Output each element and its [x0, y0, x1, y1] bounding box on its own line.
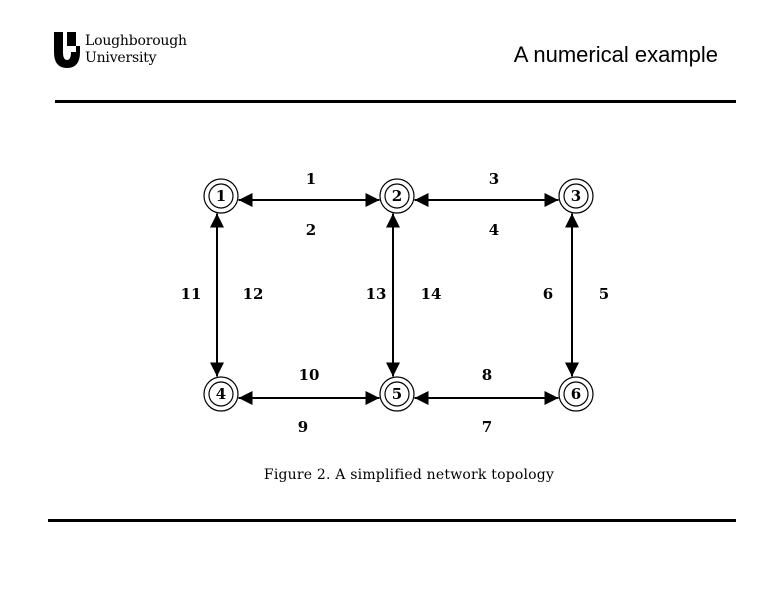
link-label-6: 6	[543, 285, 553, 303]
logo-text-line1: Loughborough	[85, 33, 187, 49]
link-label-13: 13	[366, 285, 387, 303]
node-3: 3	[558, 178, 594, 214]
node-1-inner-ring	[208, 183, 234, 209]
link-label-1: 1	[306, 170, 316, 188]
link-label-5: 5	[599, 285, 609, 303]
bottom-divider	[48, 519, 736, 522]
node-2: 2	[379, 178, 415, 214]
link-label-9: 9	[298, 418, 308, 436]
node-6: 6	[558, 376, 594, 412]
logo-text-line2: University	[85, 50, 157, 66]
top-divider	[55, 100, 736, 103]
node-3-inner-ring	[563, 183, 589, 209]
node-6-label: 6	[571, 385, 581, 403]
slide-title: A numerical example	[513, 42, 718, 67]
university-shield-icon	[54, 32, 80, 68]
node-2-label: 2	[392, 187, 402, 205]
link-label-14: 14	[421, 285, 442, 303]
node-2-inner-ring	[384, 183, 410, 209]
node-1-label: 1	[216, 187, 226, 205]
link-label-7: 7	[482, 418, 492, 436]
node-4-inner-ring	[208, 381, 234, 407]
link-label-3: 3	[489, 170, 499, 188]
link-label-4: 4	[489, 221, 499, 239]
link-label-11: 11	[181, 285, 202, 303]
node-1: 1	[203, 178, 239, 214]
node-6-inner-ring	[563, 381, 589, 407]
link-label-12: 12	[243, 285, 264, 303]
link-label-10: 10	[299, 366, 320, 384]
link-label-8: 8	[482, 366, 492, 384]
node-5-inner-ring	[384, 381, 410, 407]
node-5-label: 5	[392, 385, 402, 403]
university-logo: Loughborough University	[54, 32, 204, 72]
figure-caption: Figure 2. A simplified network topology	[263, 467, 555, 483]
node-5: 5	[379, 376, 415, 412]
node-3-label: 3	[571, 187, 581, 205]
node-4: 4	[203, 376, 239, 412]
link-label-2: 2	[306, 221, 316, 239]
node-4-label: 4	[216, 385, 226, 403]
links-layer	[210, 193, 579, 405]
